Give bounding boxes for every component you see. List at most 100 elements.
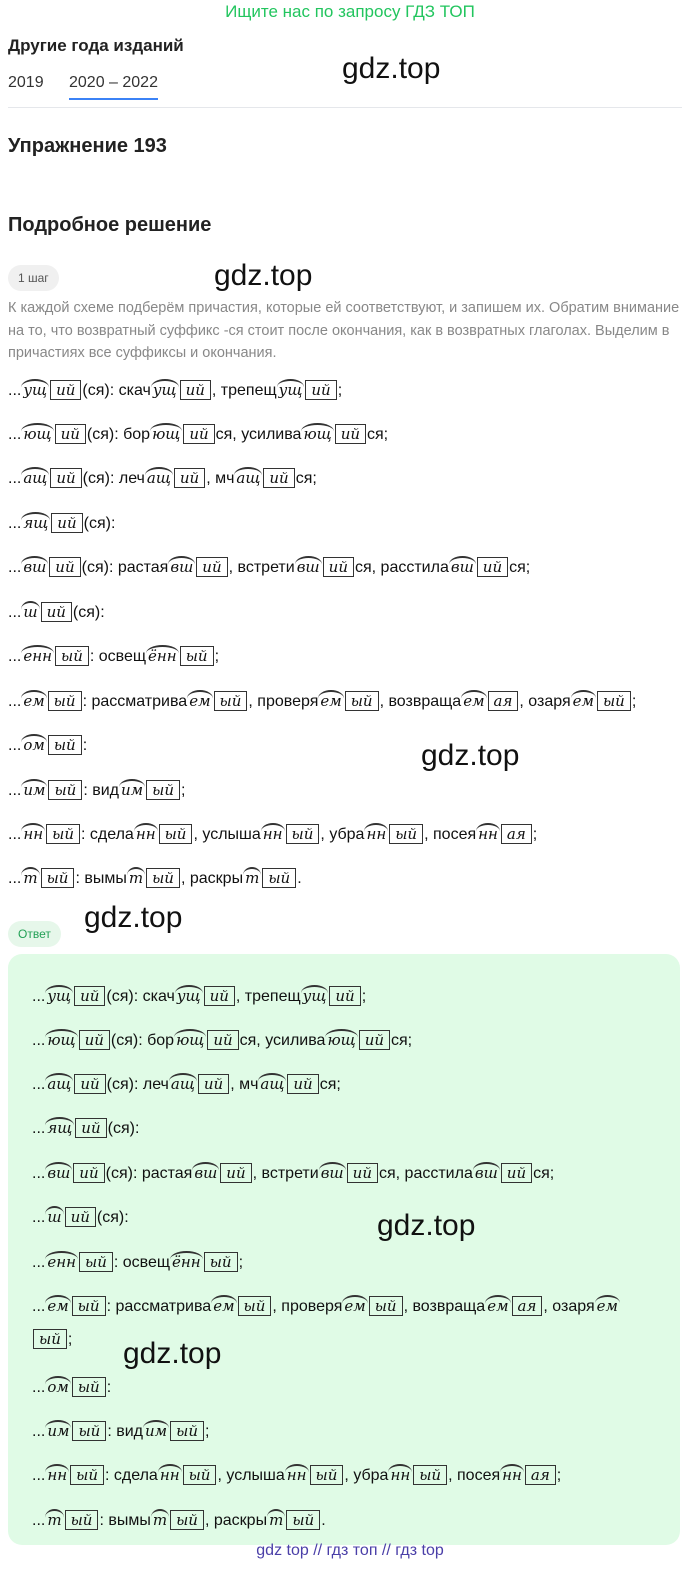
- suffix-mark: ённ: [170, 1251, 203, 1271]
- scheme-text: , мч: [230, 1076, 259, 1093]
- scheme-text: ...: [8, 515, 22, 532]
- suffix-mark: вш: [318, 1162, 346, 1182]
- scheme-text: ся;: [391, 1032, 413, 1049]
- scheme-text: , озаря: [519, 693, 571, 710]
- suffix-mark: ущ: [300, 985, 329, 1005]
- step-badge: 1 шаг: [8, 265, 59, 291]
- scheme-text: ...: [32, 1076, 46, 1093]
- answer-panel: [8, 954, 680, 1545]
- ending-mark: ий: [500, 1163, 533, 1183]
- ending-mark: ий: [203, 986, 235, 1006]
- ending-mark: ый: [158, 824, 193, 844]
- scheme-text: ся;: [295, 470, 317, 487]
- scheme-text: ...: [8, 737, 22, 754]
- scheme-text: , возвраща: [379, 693, 462, 710]
- suffix-mark: енн: [21, 645, 54, 665]
- scheme-text: (ся):: [96, 1209, 129, 1226]
- scheme-text: : вымы: [75, 870, 127, 887]
- ending-mark: ий: [196, 557, 228, 577]
- scheme-text: ...: [8, 382, 22, 399]
- scheme-text: ...: [32, 1423, 46, 1440]
- scheme-text: ся, усилива: [215, 426, 302, 443]
- scheme-text: ;: [181, 782, 186, 799]
- suffix-mark: нн: [45, 1464, 70, 1484]
- ending-mark: ый: [344, 691, 379, 711]
- answer-badge: Ответ: [8, 921, 61, 947]
- ending-mark: ый: [146, 868, 180, 888]
- divider: [8, 107, 682, 108]
- suffix-mark: им: [119, 779, 146, 799]
- suffix-mark: ащ: [21, 467, 50, 487]
- ending-mark: ый: [46, 824, 80, 844]
- ending-mark: ий: [75, 1118, 107, 1138]
- suffix-mark: нн: [284, 1464, 309, 1484]
- ending-mark: ый: [54, 646, 89, 666]
- ending-mark: ый: [71, 1377, 106, 1397]
- suffix-mark: ш: [21, 601, 40, 621]
- year-tab-2019[interactable]: 2019: [8, 74, 44, 91]
- ending-mark: ый: [213, 691, 248, 711]
- scheme-text: (ся): леч: [106, 1076, 169, 1093]
- suffix-mark: вш: [168, 556, 196, 576]
- suffix-mark: нн: [500, 1464, 524, 1484]
- scheme-text: : сдела: [81, 826, 134, 843]
- year-tab-2020-2022[interactable]: 2020 – 2022: [69, 74, 158, 100]
- scheme-text: ;: [337, 382, 343, 399]
- scheme-text: , услыша: [193, 826, 261, 843]
- suffix-mark: нн: [133, 823, 158, 843]
- editions-title: Другие года изданий: [8, 36, 184, 55]
- scheme-text: (ся): бор: [110, 1032, 175, 1049]
- scheme-line: ый;: [32, 1329, 72, 1351]
- solution-title: Подробное решение: [8, 214, 212, 236]
- watermark: gdz.top: [342, 52, 441, 85]
- scheme-text: : вид: [83, 782, 120, 799]
- ending-mark: ый: [596, 691, 631, 711]
- suffix-mark: т: [243, 867, 262, 887]
- suffix-mark: ящ: [45, 1117, 75, 1137]
- scheme-text: ...: [8, 470, 22, 487]
- ending-mark: ый: [33, 1329, 67, 1349]
- scheme-text: ;: [238, 1254, 244, 1271]
- suffix-mark: ащ: [45, 1073, 74, 1093]
- suffix-mark: т: [21, 867, 40, 887]
- search-banner: Ищите нас по запросу ГДЗ ТОП: [225, 2, 475, 21]
- watermark: gdz.top: [214, 259, 313, 292]
- ending-mark: ый: [47, 735, 82, 755]
- scheme-text: : вымы: [99, 1512, 151, 1529]
- ending-mark: ий: [64, 1207, 96, 1227]
- scheme-text: ...: [32, 1209, 46, 1226]
- suffix-mark: нн: [364, 823, 389, 843]
- suffix-mark: ом: [21, 734, 47, 754]
- suffix-mark: ющ: [45, 1029, 78, 1049]
- scheme-text: ...: [32, 1379, 46, 1396]
- ending-mark: ий: [74, 986, 106, 1006]
- ending-mark: ий: [183, 424, 215, 444]
- suffix-mark: ем: [485, 1295, 511, 1315]
- scheme-text: ...: [8, 648, 22, 665]
- ending-mark: ий: [322, 557, 354, 577]
- ending-mark: ая: [487, 691, 519, 711]
- ending-mark: ый: [413, 1465, 448, 1485]
- ending-mark: ый: [40, 868, 75, 888]
- scheme-text: ...: [32, 1467, 46, 1484]
- scheme-text: (ся): бор: [86, 426, 151, 443]
- scheme-text: ...: [32, 1298, 46, 1315]
- scheme-text: , трепещ: [235, 988, 301, 1005]
- suffix-mark: ущ: [150, 379, 179, 399]
- scheme-text: ...: [32, 1032, 46, 1049]
- ending-mark: ий: [305, 380, 337, 400]
- suffix-mark: ем: [318, 690, 344, 710]
- ending-mark: ый: [64, 1510, 99, 1530]
- scheme-text: (ся):: [83, 515, 116, 532]
- ending-mark: ий: [74, 1074, 106, 1094]
- scheme-text: , возвраща: [403, 1298, 486, 1315]
- scheme-text: , трепещ: [211, 382, 277, 399]
- footer-links: gdz top // гдз топ // гдз top: [256, 1542, 444, 1559]
